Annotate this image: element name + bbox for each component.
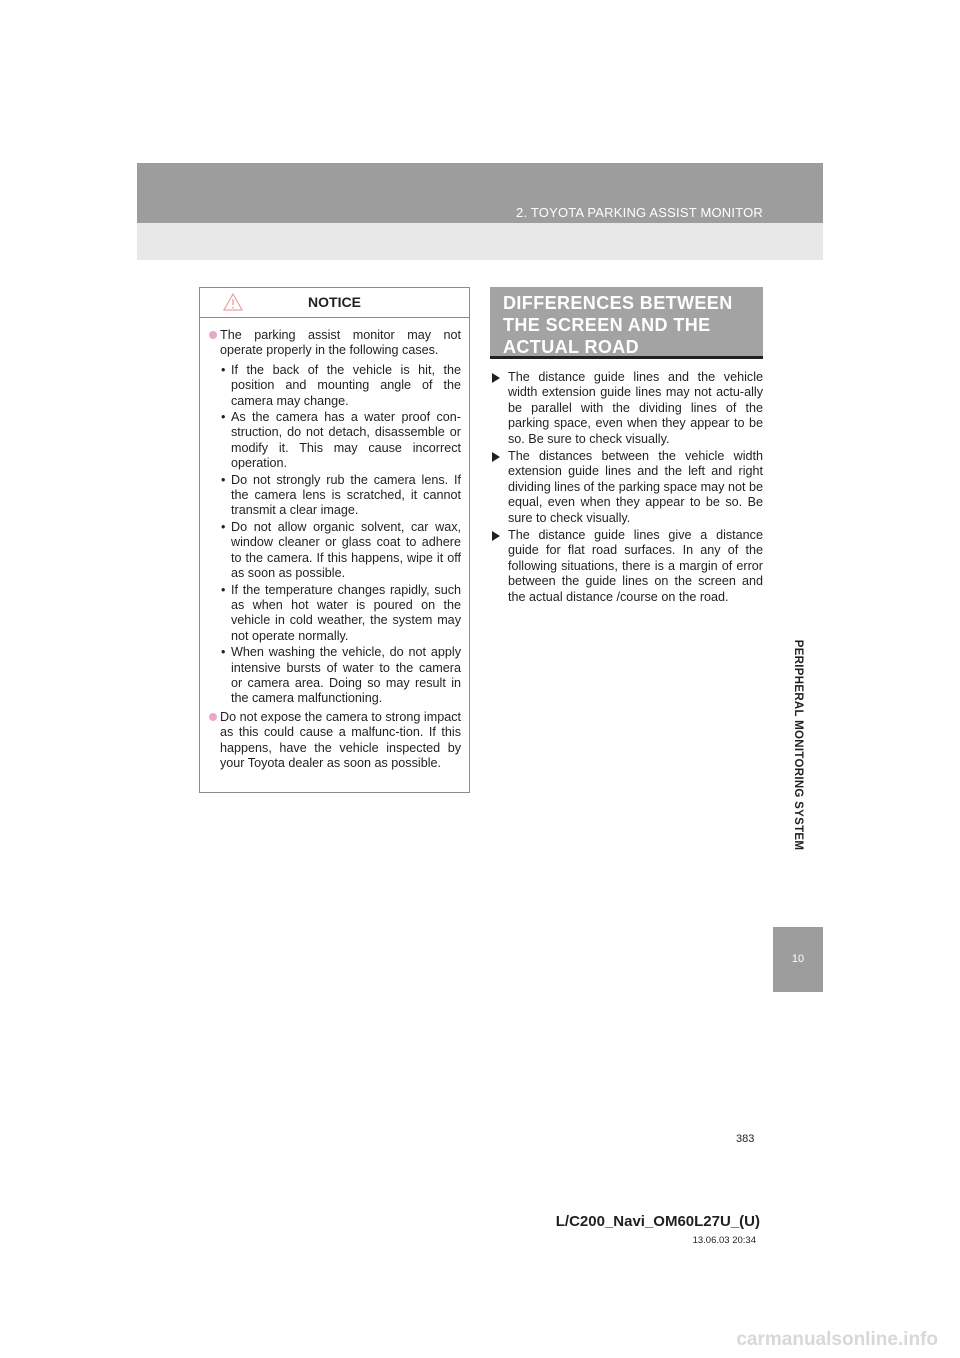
notice-title: NOTICE <box>308 294 361 310</box>
notice-item-text: Do not expose the camera to strong impac… <box>220 709 461 770</box>
triangle-bullet-icon <box>492 373 500 383</box>
section-title: 2. TOYOTA PARKING ASSIST MONITOR <box>516 205 763 220</box>
document-timestamp: 13.06.03 20:34 <box>692 1235 756 1246</box>
section-heading: DIFFERENCES BETWEEN THE SCREEN AND THE A… <box>503 293 733 357</box>
chapter-number: 10 <box>791 953 805 965</box>
section-heading-box: DIFFERENCES BETWEEN THE SCREEN AND THE A… <box>490 287 763 359</box>
notice-subitem: As the camera has a water proof con-stru… <box>220 410 461 472</box>
notice-subitem: If the temperature changes rapidly, such… <box>220 583 461 645</box>
triangle-bullet-icon <box>492 452 500 463</box>
list-item-text: The distance guide lines give a distance… <box>508 528 763 604</box>
watermark: carmanualsonline.info <box>736 1329 938 1350</box>
notice-subitem: Do not allow organic solvent, car wax, w… <box>220 520 461 582</box>
chapter-tab[interactable]: 10 <box>773 927 823 992</box>
triangle-bullet-icon <box>492 531 500 542</box>
notice-body: The parking assist monitor may not opera… <box>200 318 469 771</box>
notice-sublist: If the back of the vehicle is hit, the p… <box>220 363 461 707</box>
document-id: L/C200_Navi_OM60L27U_(U) <box>555 1213 760 1230</box>
header-subband <box>137 223 823 260</box>
chapter-label: PERIPHERAL MONITORING SYSTEM <box>792 639 804 851</box>
list-item: The distance guide lines and the vehicle… <box>491 370 763 447</box>
list-item-text: The distances between the vehicle width … <box>508 449 763 525</box>
notice-box: NOTICE The parking assist monitor may no… <box>199 287 470 793</box>
list-item: The distances between the vehicle width … <box>491 449 763 526</box>
notice-subitem: When washing the vehicle, do not apply i… <box>220 645 461 707</box>
notice-item: Do not expose the camera to strong impac… <box>209 710 461 772</box>
bullet-dot-icon <box>209 712 217 721</box>
warning-triangle-icon <box>223 293 243 311</box>
notice-item: The parking assist monitor may not opera… <box>209 328 461 707</box>
header-band: 2. TOYOTA PARKING ASSIST MONITOR <box>137 163 823 223</box>
chapter-side-label: PERIPHERAL MONITORING SYSTEM <box>773 565 823 925</box>
notice-item-text: The parking assist monitor may not opera… <box>220 328 461 358</box>
list-item: The distance guide lines give a distance… <box>491 528 763 605</box>
notice-header: NOTICE <box>200 288 469 318</box>
notice-subitem: If the back of the vehicle is hit, the p… <box>220 363 461 409</box>
list-item-text: The distance guide lines and the vehicle… <box>508 370 763 446</box>
differences-list: The distance guide lines and the vehicle… <box>491 370 763 607</box>
bullet-dot-icon <box>209 331 217 339</box>
page-number: 383 <box>736 1133 755 1145</box>
notice-subitem: Do not strongly rub the camera lens. If … <box>220 473 461 519</box>
